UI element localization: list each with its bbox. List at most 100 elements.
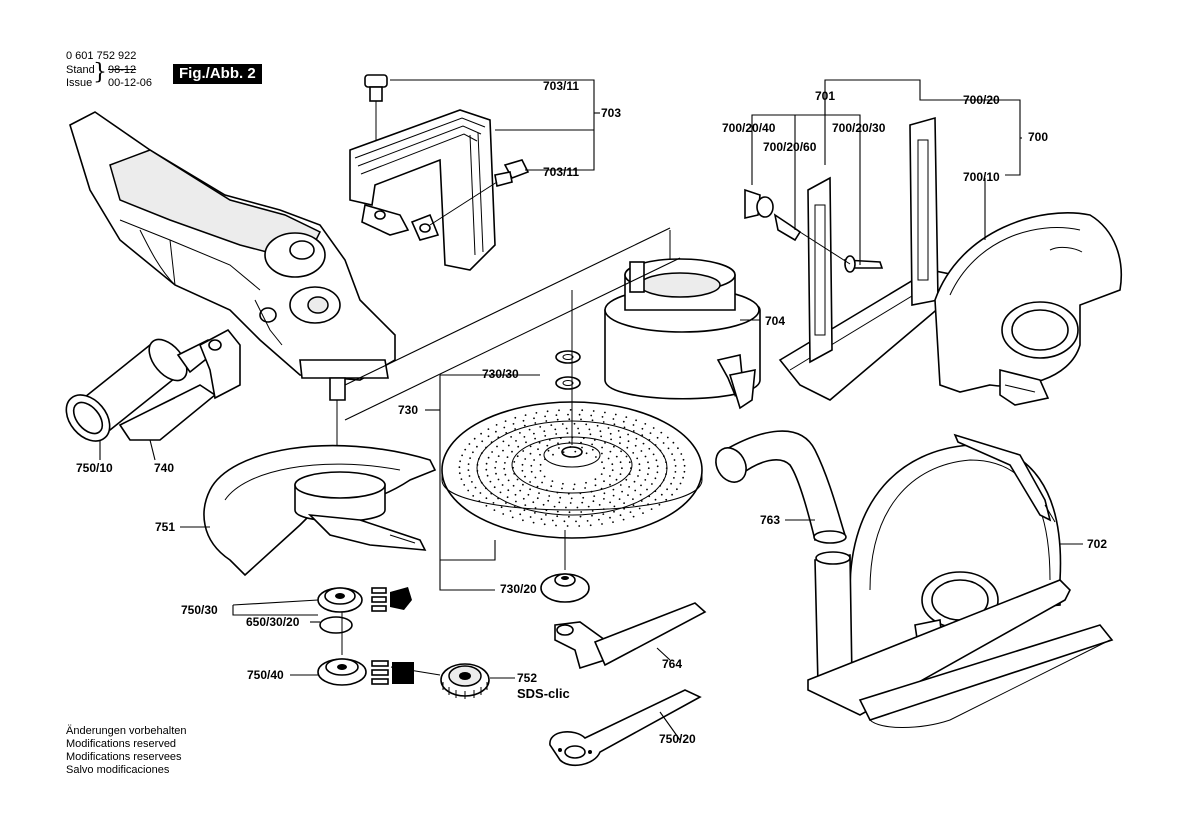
disc-dot	[487, 428, 490, 430]
disc-dot	[659, 484, 662, 487]
disc-dot	[635, 437, 638, 440]
clamp-symbol-icon	[371, 587, 414, 685]
label-750-30: 750/30	[181, 603, 218, 617]
disc-dot	[642, 442, 645, 445]
disc-dot	[598, 518, 600, 521]
disc-dot	[503, 426, 506, 429]
disc-dot	[619, 484, 622, 486]
label-700-10: 700/10	[963, 170, 1000, 184]
disc-dot	[644, 479, 647, 481]
disc-dot	[562, 482, 564, 485]
disc-dot	[640, 500, 643, 502]
disc-dot	[514, 428, 516, 430]
disc-dot	[530, 464, 533, 467]
disc-dot	[551, 519, 554, 522]
disc-dot	[559, 496, 562, 499]
disc-dot	[630, 467, 632, 470]
disc-dot	[533, 432, 535, 435]
disc-dot	[642, 512, 644, 514]
face-spanner-part	[554, 602, 707, 670]
disc-dot	[603, 467, 605, 470]
disc-dot	[604, 411, 606, 414]
disc-dot	[638, 469, 641, 472]
disc-dot	[640, 450, 643, 452]
disc-dot	[592, 410, 595, 412]
disc-dot	[545, 489, 548, 492]
disc-dot	[514, 493, 517, 496]
disc-dot	[533, 417, 535, 420]
disc-dot	[603, 492, 606, 495]
disc-dot	[480, 452, 483, 454]
disc-dot	[476, 470, 479, 472]
disc-dot	[646, 488, 648, 491]
disc-dot	[634, 489, 637, 492]
disc-dot	[682, 476, 684, 479]
disc-dot	[654, 444, 657, 446]
disc-dot	[602, 508, 605, 510]
disc-dot	[522, 450, 525, 452]
disc-dot	[534, 512, 536, 514]
disc-dot	[647, 473, 649, 475]
disc-dot	[494, 466, 497, 469]
disc-dot	[671, 493, 673, 496]
note-line: Salvo modificaciones	[66, 764, 170, 776]
disc-dot	[539, 463, 542, 466]
disc-dot	[623, 426, 626, 429]
label-700-20-60: 700/20/60	[763, 140, 817, 154]
disc-dot	[485, 487, 487, 490]
disc-dot	[601, 461, 603, 464]
disc-dot	[603, 498, 605, 500]
disc-dot	[584, 487, 586, 489]
disc-dot	[567, 413, 569, 416]
disc-dot	[463, 484, 466, 486]
disc-dot	[602, 421, 605, 423]
disc-dot	[507, 444, 510, 447]
disc-dot	[570, 497, 573, 500]
disc-dot	[580, 511, 583, 513]
disc-dot	[516, 455, 519, 458]
disc-dot	[496, 445, 498, 448]
disc-dot	[511, 516, 514, 519]
disc-dot	[579, 515, 582, 518]
disc-dot	[683, 470, 686, 473]
disc-dot	[611, 469, 614, 472]
disc-dot	[623, 507, 625, 510]
part-number-labels: 703/11 703 703/11 701 700/20 700/20/40 7…	[76, 79, 1107, 746]
disc-dot	[587, 505, 590, 508]
disc-dot	[627, 494, 629, 496]
disc-dot	[534, 507, 537, 509]
disc-dot	[550, 424, 553, 426]
disc-dot	[666, 436, 669, 439]
disc-dot	[461, 454, 463, 457]
disc-dot	[548, 495, 551, 497]
disc-dot	[534, 476, 537, 479]
disc-dot	[607, 457, 610, 460]
disc-dot	[512, 466, 514, 469]
washer-part	[555, 350, 581, 364]
disc-dot	[556, 491, 559, 494]
disc-dot	[619, 514, 622, 517]
disc-dot	[467, 463, 470, 465]
disc-dot	[480, 432, 482, 435]
disc-dot	[506, 496, 509, 499]
disc-dot	[558, 409, 560, 412]
disc-dot	[609, 516, 611, 519]
disc-dot	[569, 446, 572, 448]
disc-dot	[600, 435, 602, 438]
disc-dot	[497, 478, 500, 481]
disc-dot	[542, 503, 545, 506]
disc-dot	[636, 457, 639, 460]
disc-dot	[548, 439, 551, 441]
disc-dot	[601, 452, 603, 455]
disc-dot	[654, 477, 657, 480]
disc-dot	[578, 413, 581, 416]
disc-dot	[533, 459, 535, 461]
disc-dot	[639, 493, 642, 496]
disc-dot	[509, 510, 512, 512]
disc-dot	[522, 497, 525, 500]
disc-dot	[558, 447, 560, 449]
disc-dot	[593, 495, 596, 497]
disc-dot	[591, 510, 594, 512]
stand-label: Stand	[66, 64, 95, 76]
disc-dot	[612, 488, 615, 491]
